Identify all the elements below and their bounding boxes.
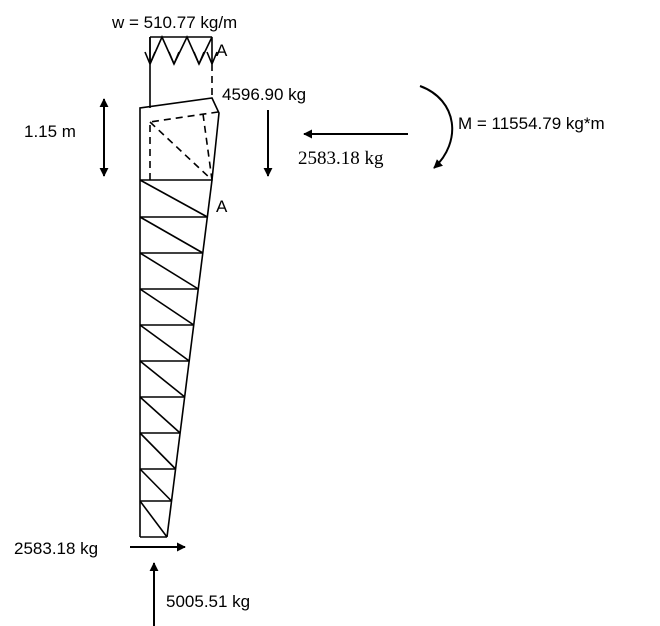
section-mark-bottom: A — [216, 197, 228, 216]
base-vertical-reaction-label: 5005.51 kg — [166, 592, 250, 611]
base-horizontal-reaction-label: 2583.18 kg — [14, 539, 98, 558]
horizontal-force-label: 2583.18 kg — [298, 148, 384, 169]
truss-body — [139, 179, 213, 538]
distributed-load — [144, 35, 218, 108]
moment-label: M = 11554.79 kg*m — [458, 114, 605, 133]
section-mark-top: A — [216, 41, 228, 60]
distributed-load-label: w = 510.77 kg/m — [111, 13, 237, 32]
height-label: 1.15 m — [24, 122, 76, 141]
moment-arrow — [419, 85, 454, 169]
vertical-force-label: 4596.90 kg — [222, 85, 306, 104]
top-panel — [139, 97, 220, 181]
